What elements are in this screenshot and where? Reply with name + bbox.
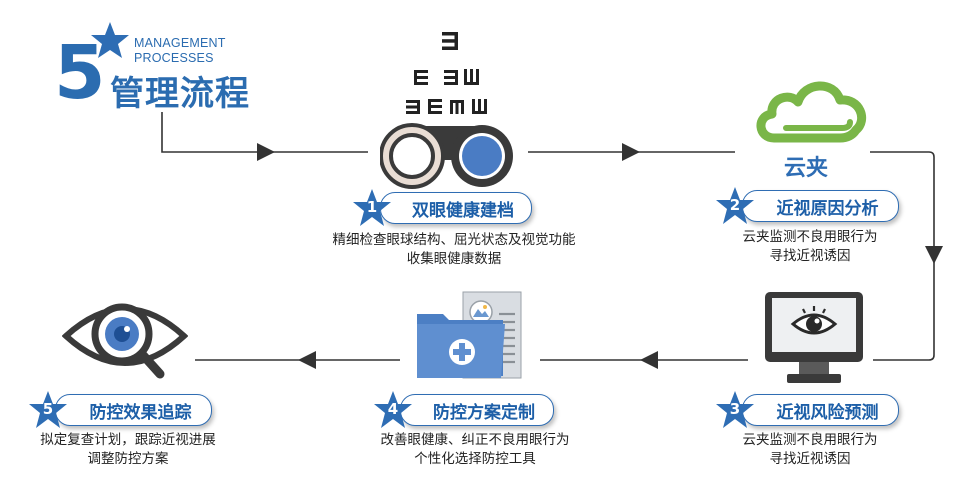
step-4-title-text: 防控方案定制 xyxy=(433,402,535,423)
header-en-line1: MANAGEMENT xyxy=(134,36,226,50)
step-5-badge: 5 xyxy=(28,390,68,430)
step-1-number: 1 xyxy=(366,198,378,216)
star-badge-icon xyxy=(374,391,412,428)
step-5-desc: 拟定复查计划，跟踪近视进展 调整防控方案 xyxy=(8,431,248,469)
step-5-desc-line2: 调整防控方案 xyxy=(87,451,169,467)
step-1-desc-line1: 精细检查眼球结构、屈光状态及视觉功能 xyxy=(332,232,576,248)
step-5-title: 防控效果追踪 xyxy=(55,394,212,426)
star-badge-icon xyxy=(353,189,391,226)
step-1-desc: 精细检查眼球结构、屈光状态及视觉功能 收集眼健康数据 xyxy=(294,231,614,269)
step-3-number: 3 xyxy=(729,400,741,418)
step-1-desc-line2: 收集眼健康数据 xyxy=(406,251,502,267)
cloud-clip-icon xyxy=(756,81,866,143)
star-badge-icon xyxy=(29,391,67,428)
star-icon xyxy=(91,22,129,58)
header-number: 5 xyxy=(54,30,106,116)
step-5-number: 5 xyxy=(42,400,54,418)
step-4-number: 4 xyxy=(387,400,399,418)
header-title: 管理流程 xyxy=(110,74,250,114)
step-5-title-text: 防控效果追踪 xyxy=(89,402,192,423)
step-4-title: 防控方案定制 xyxy=(400,394,554,426)
step-3-desc-line2: 寻找近视诱因 xyxy=(769,451,851,467)
step-2-desc-line1: 云夹监测不良用眼行为 xyxy=(742,229,878,245)
step-1-badge: 1 xyxy=(352,188,392,228)
arrow-left-2 xyxy=(298,351,316,369)
step-2-title: 近视原因分析 xyxy=(742,190,899,222)
arrow-down xyxy=(925,246,943,264)
step-4-desc-line1: 改善眼健康、纠正不良用眼行为 xyxy=(380,432,570,448)
step-4-desc-line2: 个性化选择防控工具 xyxy=(414,451,536,467)
star-badge-icon xyxy=(716,187,754,224)
step-4-badge: 4 xyxy=(373,390,413,430)
header-en-line2: PROCESSES xyxy=(134,51,214,65)
step-3-desc: 云夹监测不良用眼行为 寻找近视诱因 xyxy=(720,431,900,469)
folder-medical-icon xyxy=(417,291,522,379)
cloud-clip-label: 云夹 xyxy=(784,156,829,181)
arrow-right-1 xyxy=(257,143,275,161)
step-2-badge: 2 xyxy=(715,186,755,226)
eye-magnifier-icon xyxy=(62,303,188,379)
step-2-desc-line2: 寻找近视诱因 xyxy=(769,248,851,264)
step-2-title-text: 近视原因分析 xyxy=(776,198,879,219)
step-3-title-text: 近视风险预测 xyxy=(776,402,879,423)
step-3-title: 近视风险预测 xyxy=(742,394,899,426)
step-5-desc-line1: 拟定复查计划，跟踪近视进展 xyxy=(40,432,216,448)
arrow-right-2 xyxy=(622,143,640,161)
step-4-desc: 改善眼健康、纠正不良用眼行为 个性化选择防控工具 xyxy=(350,431,600,469)
step-3-badge: 3 xyxy=(715,390,755,430)
step-1-title-text: 双眼健康建档 xyxy=(412,200,514,221)
step-2-desc: 云夹监测不良用眼行为 寻找近视诱因 xyxy=(720,228,900,266)
step-2-number: 2 xyxy=(729,196,741,214)
eye-chart-binocular-icon xyxy=(380,32,513,189)
step-3-desc-line1: 云夹监测不良用眼行为 xyxy=(742,432,878,448)
step-1-title: 双眼健康建档 xyxy=(380,192,532,224)
arrow-left-1 xyxy=(640,351,658,369)
monitor-eye-icon xyxy=(765,292,863,383)
star-badge-icon xyxy=(716,391,754,428)
